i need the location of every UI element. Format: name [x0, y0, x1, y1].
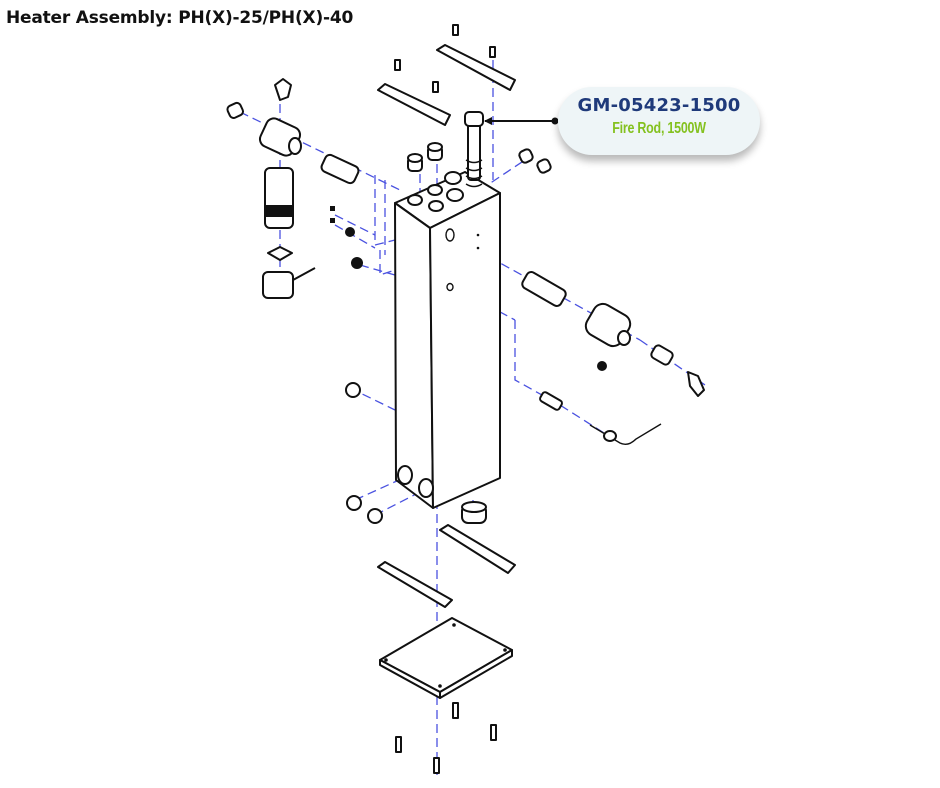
left-valve-assembly	[226, 78, 363, 299]
bottom-brackets	[377, 524, 516, 608]
bottom-fittings	[345, 382, 487, 524]
fire-rod-part	[464, 111, 484, 188]
top-brackets	[377, 24, 516, 126]
bottom-screws	[395, 702, 497, 774]
callout-leader	[484, 117, 559, 125]
part-callout-bubble: GM-05423-1500 Fire Rod, 1500W	[558, 87, 760, 155]
base-plate	[379, 617, 513, 699]
right-fittings	[521, 271, 705, 446]
diagram-title: Heater Assembly: PH(X)-25/PH(X)-40	[6, 8, 354, 28]
part-number-label: GM-05423-1500	[577, 95, 741, 116]
part-description-label: Fire Rod, 1500W	[612, 120, 706, 137]
top-nuts	[407, 142, 552, 174]
heater-block	[394, 171, 501, 509]
